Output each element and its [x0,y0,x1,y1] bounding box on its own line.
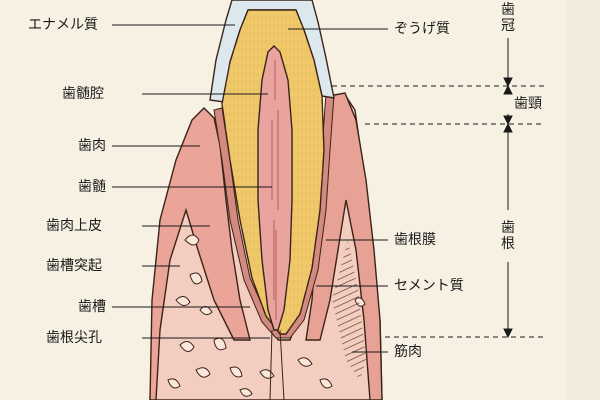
region-dividers [332,85,545,338]
bone-lacunae [167,234,366,397]
label-muscle: 筋肉 [394,344,422,360]
muscle [332,240,366,380]
label-enamel: エナメル質 [28,17,98,33]
region-root: 歯 根 [501,220,515,252]
pulp-cavity [257,45,293,331]
label-dentin: ぞうげ質 [394,21,450,37]
label-gingiva: 歯肉 [78,138,106,154]
label-gingival-epithelium: 歯肉上皮 [46,218,102,234]
region-crown: 歯 冠 [501,2,515,34]
label-pulp-cavity: 歯髄腔 [62,86,104,102]
label-alveolus: 歯槽 [78,299,106,315]
pulp-vessels [271,60,279,320]
label-apical-foramen: 歯根尖孔 [46,330,102,346]
page-edge-band [566,0,600,400]
apical-canal [269,329,285,400]
label-alveolar-process: 歯槽突起 [46,258,102,274]
label-periodontal-ligament: 歯根膜 [394,232,436,248]
label-cementum: セメント質 [394,278,464,294]
region-arrows [503,38,513,339]
leader-lines [112,24,388,353]
region-neck: 歯頸 [514,96,542,112]
gingiva-left [149,107,251,400]
label-pulp: 歯髄 [78,179,106,195]
